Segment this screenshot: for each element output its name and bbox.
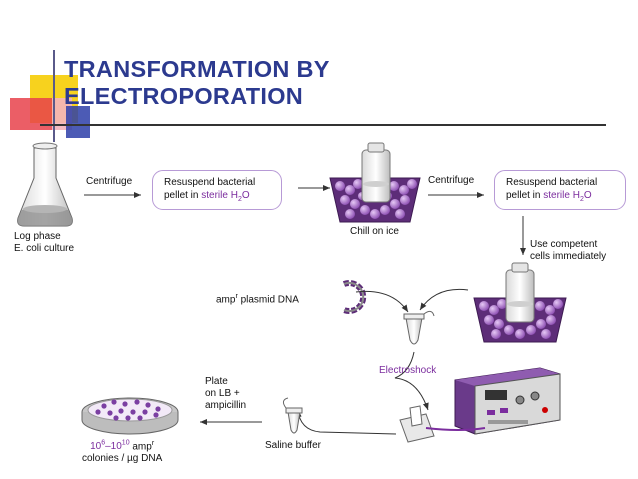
resuspend-1-line-2: pellet in bbox=[164, 190, 202, 201]
arrow-saline bbox=[295, 409, 397, 435]
tube-2-icon bbox=[282, 397, 303, 434]
resuspend-2-line-2: pellet in bbox=[506, 190, 544, 201]
resuspend-2-line-1: Resuspend bacterial bbox=[506, 177, 598, 188]
label-electroshock: Electroshock bbox=[379, 365, 437, 376]
ice-bucket-2-icon bbox=[473, 262, 567, 343]
deco-vertical-line bbox=[53, 50, 55, 142]
sterile-water-1: sterile H2O bbox=[201, 190, 250, 203]
flask-icon bbox=[17, 142, 73, 227]
label-plate-line-1: Plate bbox=[205, 376, 228, 387]
tube-icon bbox=[403, 310, 435, 345]
label-centrifuge-2: Centrifuge bbox=[428, 175, 475, 186]
label-saline: Saline buffer bbox=[265, 440, 321, 451]
ice-bucket-icon bbox=[329, 142, 421, 223]
resuspend-1-line-1: Resuspend bacterial bbox=[164, 177, 256, 188]
colonies-count: 106–1010 bbox=[90, 440, 130, 453]
label-plate-line-3: ampicillin bbox=[205, 400, 247, 411]
label-centrifuge-1: Centrifuge bbox=[86, 176, 133, 187]
electroporator-icon bbox=[454, 367, 561, 435]
label-culture: Log phase E. coli culture bbox=[14, 231, 74, 255]
sterile-water-2: sterile H2O bbox=[543, 190, 592, 203]
label-colonies: 106–1010 ampr colonies / µg DNA bbox=[82, 440, 163, 465]
label-competent-line-2: cells immediately bbox=[530, 251, 607, 262]
title-line-1: TRANSFORMATION BY bbox=[64, 56, 330, 82]
deco-blue-square bbox=[66, 106, 90, 138]
arrow-to-electroshock bbox=[394, 351, 429, 411]
title-rule bbox=[40, 124, 606, 126]
label-plate: Plate on LB + ampicillin bbox=[205, 376, 246, 412]
label-chill: Chill on ice bbox=[350, 226, 399, 237]
cuvette-holder-icon bbox=[399, 405, 486, 443]
colonies-line-2: colonies / µg DNA bbox=[82, 453, 163, 465]
title-line-2: ELECTROPORATION bbox=[64, 83, 304, 109]
arrow-plasmid-to-tube bbox=[355, 290, 409, 313]
resuspend-box-1: Resuspend bacterial pellet in sterile H2… bbox=[152, 170, 282, 210]
label-competent-line-1: Use competent bbox=[530, 239, 598, 250]
petri-dish-icon bbox=[81, 397, 179, 435]
label-competent: Use competent cells immediately bbox=[530, 239, 606, 263]
label-plate-line-2: on LB + bbox=[205, 388, 240, 399]
label-culture-line-2: E. coli culture bbox=[14, 243, 75, 254]
plasmid-icon bbox=[342, 280, 367, 314]
label-culture-line-1: Log phase bbox=[14, 231, 61, 242]
resuspend-box-2: Resuspend bacterial pellet in sterile H2… bbox=[494, 170, 626, 210]
arrow-cells-to-tube bbox=[419, 288, 469, 311]
label-plasmid: ampr plasmid DNA bbox=[216, 293, 299, 306]
page-title: TRANSFORMATION BY ELECTROPORATION bbox=[64, 56, 424, 110]
